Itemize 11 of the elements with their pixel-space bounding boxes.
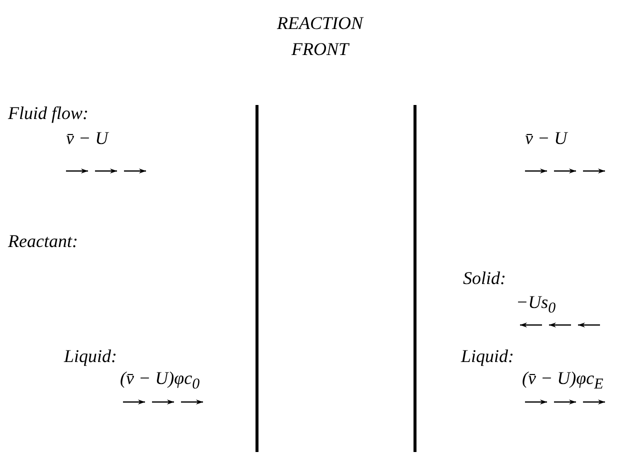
flux-expression: −Us$_{0}$ <box>516 293 556 317</box>
region-label: Liquid: <box>64 347 118 365</box>
flux-expression: (v̄ − U)φc$_{E}$ <box>522 369 604 393</box>
region-label: Fluid flow: <box>8 104 88 122</box>
title: REACTION FRONT <box>276 12 365 61</box>
flux-expression: v̄ − U <box>66 129 108 147</box>
region-label: Reactant: <box>8 232 78 250</box>
flux-expression: v̄ − U <box>525 129 568 147</box>
flux-expression: (v̄ − U)φc$_{0}$ <box>120 369 200 393</box>
region-label: Solid: <box>463 269 506 287</box>
region-label: Liquid: <box>461 347 514 365</box>
